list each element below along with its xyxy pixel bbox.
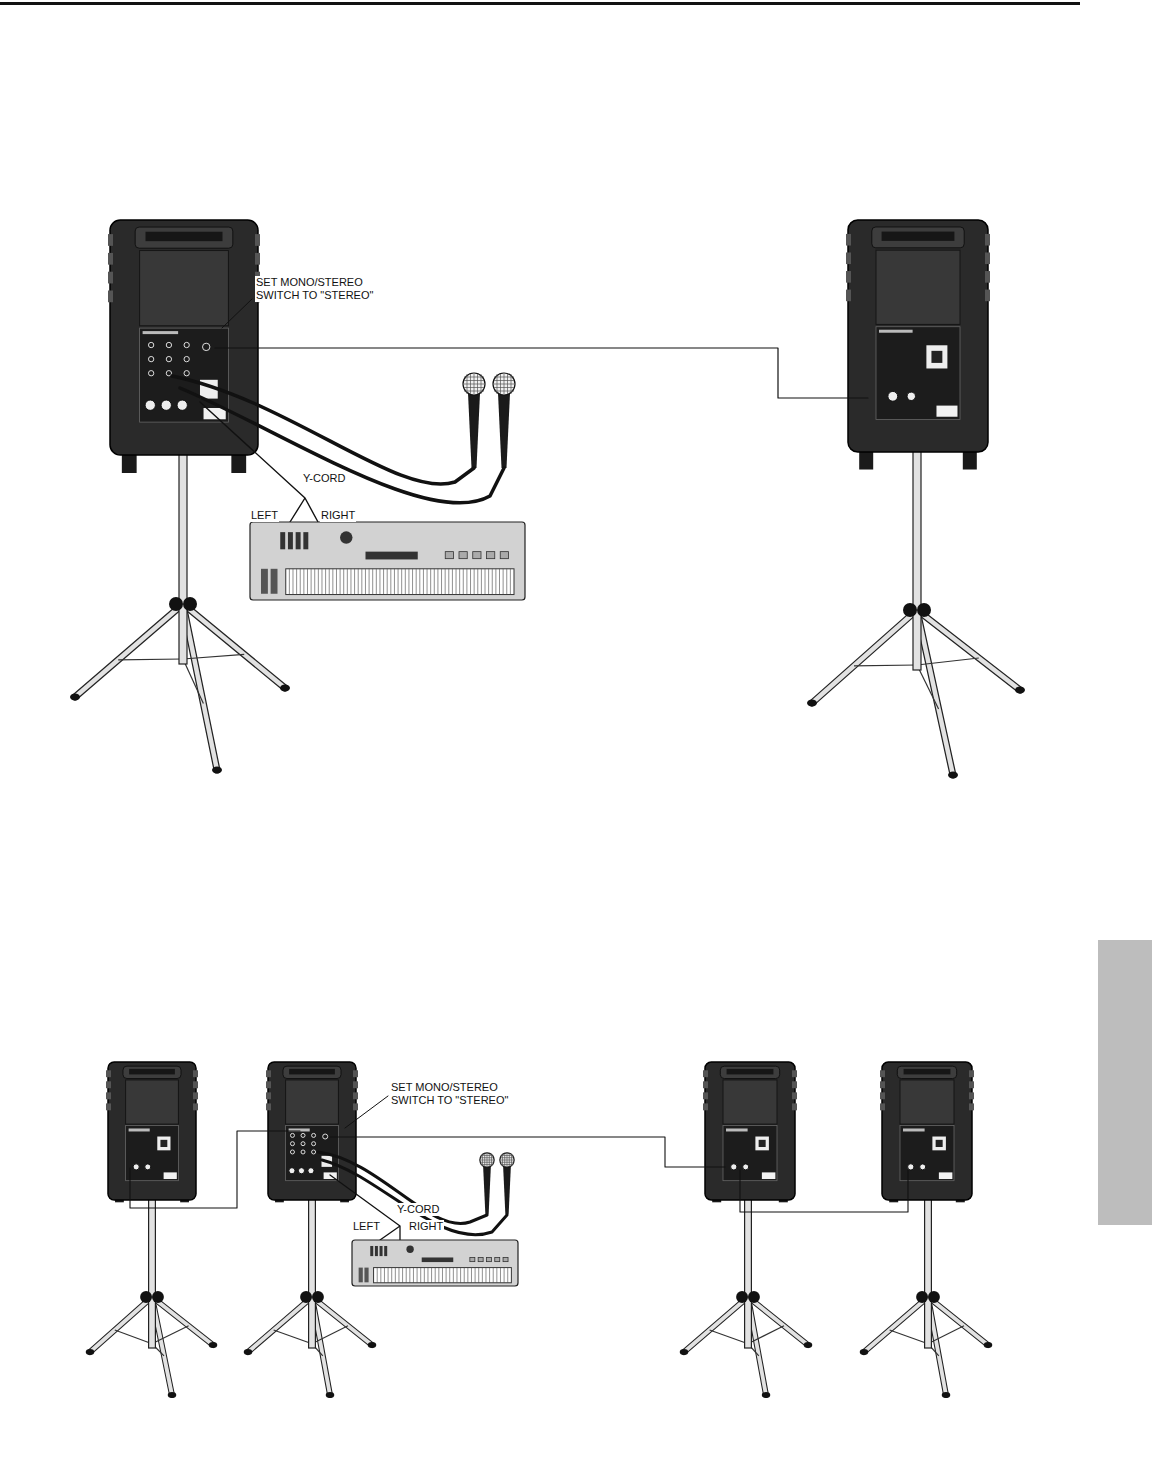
leader-line	[222, 299, 252, 328]
keyboard	[250, 522, 525, 600]
speaker-cabinet	[108, 220, 260, 473]
cable-label: RIGHT	[408, 1220, 444, 1233]
speaker-link-cable	[215, 348, 868, 398]
speaker-stand	[86, 1190, 218, 1398]
speaker-cabinet	[703, 1062, 797, 1202]
speaker-cabinet	[846, 220, 990, 470]
cable-label: LEFT	[352, 1220, 381, 1233]
speaker-link-cable	[130, 1131, 300, 1208]
microphone	[493, 373, 515, 468]
microphone	[463, 373, 485, 468]
keyboard	[352, 1240, 518, 1286]
leader-line	[345, 1096, 388, 1128]
section-tab	[1098, 940, 1152, 1225]
speaker-link-cable	[740, 1170, 908, 1212]
instruction-note: SET MONO/STEREO SWITCH TO "STEREO"	[390, 1081, 527, 1107]
speaker-cabinet	[266, 1062, 358, 1202]
speaker-stand	[70, 450, 290, 774]
microphone	[480, 1153, 494, 1215]
mic-cable	[180, 388, 504, 503]
cable-label: Y-CORD	[302, 472, 346, 485]
microphone	[500, 1153, 514, 1215]
y-cord	[330, 1175, 400, 1240]
speaker-cabinet	[106, 1062, 198, 1202]
y-cord	[200, 402, 318, 522]
speaker-link-cable	[330, 1137, 725, 1167]
cable-label: LEFT	[250, 509, 279, 522]
speaker-stand	[680, 1190, 813, 1398]
speaker-cabinet	[880, 1062, 974, 1202]
speaker-stand	[860, 1190, 993, 1398]
cable-label: RIGHT	[320, 509, 356, 522]
mic-cable	[322, 1160, 507, 1235]
mic-cable	[172, 376, 474, 484]
mic-cable	[318, 1152, 487, 1224]
instruction-note: SET MONO/STEREO SWITCH TO "STEREO"	[255, 276, 392, 302]
top-rule	[0, 2, 1080, 5]
cable-label: Y-CORD	[396, 1203, 440, 1216]
speaker-stand	[807, 448, 1025, 779]
